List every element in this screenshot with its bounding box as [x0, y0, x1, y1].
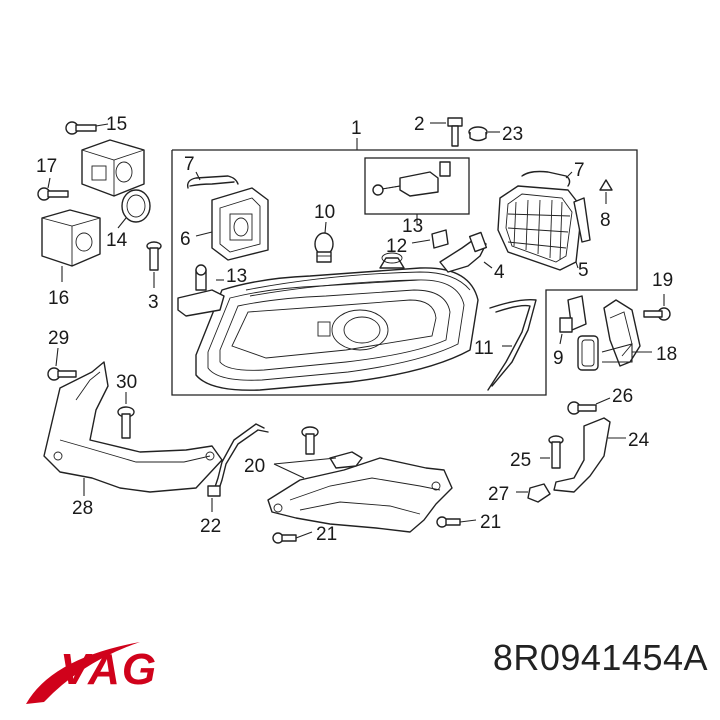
callout-26: 26: [612, 386, 633, 407]
callout-10: 10: [314, 202, 335, 223]
callout-17: 17: [36, 156, 57, 177]
bolt-20: [301, 426, 319, 455]
callout-14: 14: [106, 230, 128, 251]
part-number: 8R0941454A: [492, 637, 708, 678]
igniter-module: [41, 209, 101, 282]
callout-4: 4: [494, 262, 505, 283]
callout-6: 6: [180, 229, 191, 250]
callout-27: 27: [488, 484, 509, 505]
callout-13b: 13: [226, 266, 247, 287]
callout-28: 28: [72, 498, 93, 519]
callout-18: 18: [656, 344, 677, 365]
bulb-socket: [439, 231, 493, 273]
mounting-bracket: [43, 361, 223, 496]
screw-15: [65, 121, 109, 135]
bracket-subframe: [364, 157, 470, 224]
callout-11: 11: [474, 338, 494, 359]
callout-24: 24: [628, 430, 650, 451]
callout-2: 2: [414, 114, 425, 135]
logo-text: VAG: [60, 645, 158, 694]
callout-1: 1: [351, 118, 362, 139]
screw-21-left: [272, 531, 313, 544]
cap-nut: [468, 126, 500, 142]
bracket-left: [177, 264, 225, 317]
bolt-25: [540, 435, 564, 469]
logo-swoosh: [26, 642, 140, 704]
connector-plug: [559, 295, 587, 345]
callout-21b: 21: [480, 512, 501, 533]
screw-21-right: [436, 516, 477, 528]
callout-25: 25: [510, 450, 531, 471]
screw-17: [37, 177, 69, 201]
projector-module-bezel: [195, 187, 269, 261]
callout-29: 29: [48, 328, 69, 349]
label-and-seal: [573, 179, 613, 243]
support-rod: [207, 423, 269, 512]
control-module: [81, 139, 151, 229]
callout-19: 19: [652, 270, 673, 291]
callout-9: 9: [553, 348, 564, 369]
callout-22: 22: [200, 516, 221, 537]
callout-7b: 7: [574, 160, 585, 181]
bracket-housing-18: [577, 299, 652, 371]
headlamp-housing: [195, 252, 479, 391]
callout-23: 23: [502, 124, 523, 145]
callout-3: 3: [148, 292, 159, 313]
callout-21a: 21: [316, 524, 337, 545]
spring-clip-right: [521, 170, 573, 187]
screw-29: [47, 347, 77, 381]
headlamp-assembly-frame: [171, 138, 638, 396]
callout-12: 12: [386, 236, 407, 257]
screw-26: [567, 397, 611, 415]
callout-30: 30: [116, 372, 137, 393]
callout-13a: 13: [402, 216, 423, 237]
bulb: [314, 221, 334, 263]
spring-clip-left: [186, 171, 239, 189]
trim-strip: [487, 298, 537, 391]
cover-plate: [411, 229, 449, 249]
bolt-3: [146, 241, 162, 288]
callout-8: 8: [600, 210, 611, 231]
clip-nut-27: [516, 483, 551, 503]
callout-5: 5: [578, 260, 589, 281]
lower-mounting-bracket: [267, 451, 453, 533]
screw-19: [643, 294, 671, 321]
bolt-30: [117, 392, 135, 439]
callout-labels: 1 2 23 15 17 14 16 3 7 6 10 13 12 13 4 7…: [36, 114, 677, 545]
callout-15: 15: [106, 114, 127, 135]
bracket-top: [372, 161, 451, 197]
vag-logo: VAG: [26, 642, 158, 704]
bracket-24: [553, 417, 626, 493]
callout-20: 20: [244, 456, 265, 477]
callout-7a: 7: [184, 154, 195, 175]
screw-top: [430, 117, 463, 147]
rear-access-cover: [497, 185, 583, 271]
callout-16: 16: [48, 288, 69, 309]
